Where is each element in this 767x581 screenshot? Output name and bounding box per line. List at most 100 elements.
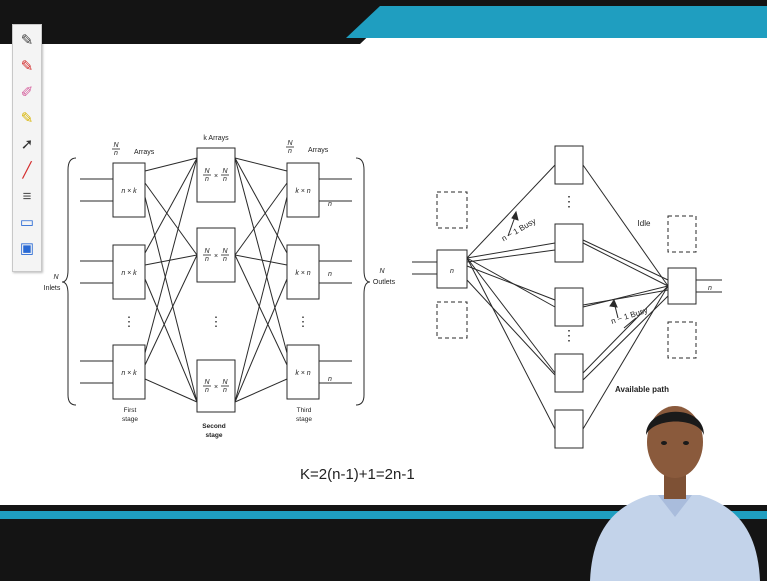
middle-switch — [554, 409, 584, 449]
input-to-middle-link — [466, 265, 556, 301]
first-stage-switch — [112, 244, 146, 300]
input-to-middle-link — [466, 279, 556, 376]
stage1-stage2-link — [144, 157, 198, 172]
middle-to-output-link — [582, 285, 669, 374]
second-stage-box-label-left: Nn — [203, 379, 211, 394]
presenter-video — [590, 406, 760, 581]
stage2-stage3-link — [234, 157, 288, 172]
screen-icon[interactable]: ▭ — [19, 213, 35, 231]
svg-text:N: N — [287, 140, 293, 147]
clos-path-diagram — [412, 145, 722, 449]
stage2-stage3-link — [234, 254, 288, 266]
middle-dots-bottom: ⋮ — [562, 327, 576, 343]
input-to-middle-link — [466, 257, 556, 430]
second-stage-box-label-left: Nn — [203, 248, 211, 263]
middle-switch — [554, 223, 584, 263]
second-stage-box-label-mid: × — [214, 173, 218, 180]
inlets-n: N — [53, 274, 59, 281]
middle-to-output-link — [582, 242, 669, 287]
available-path-label: Available path — [615, 385, 669, 394]
third-stage-label-1: Third — [297, 407, 312, 414]
third-stage-header: Arrays — [308, 147, 329, 154]
annotation-toolbar: ✎ ✎ ✐ ✎ ➚ ╱ ≡ ▭ ▣ — [12, 24, 42, 272]
svg-text:n: n — [223, 387, 227, 394]
third-stage-switch — [286, 162, 320, 218]
second-stage-box-label-right: Nn — [221, 379, 229, 394]
middle-to-output-link — [582, 164, 669, 287]
svg-text:N: N — [222, 248, 228, 255]
middle-to-output-link — [582, 289, 669, 306]
svg-text:N: N — [204, 248, 210, 255]
middle-to-output-link — [582, 295, 669, 381]
dashed-input-switch — [436, 191, 468, 229]
svg-text:N: N — [222, 379, 228, 386]
busy-arrow-bottom-2 — [623, 317, 637, 329]
dashed-output-switch — [667, 215, 697, 253]
second-stage-header: k Arrays — [203, 135, 229, 142]
svg-text:N: N — [113, 142, 119, 149]
highlighter-icon[interactable]: ✎ — [20, 109, 34, 127]
second-stage-box-label-mid: × — [214, 384, 218, 391]
svg-text:n: n — [205, 176, 209, 183]
svg-text:n: n — [223, 176, 227, 183]
second-stage-box-label-left: Nn — [203, 168, 211, 183]
svg-text:n: n — [205, 387, 209, 394]
red-pen-icon[interactable]: ✎ — [20, 57, 34, 75]
formula-text: K=2(n-1)+1=2n-1 — [300, 466, 415, 483]
stage1-stage2-link — [144, 157, 198, 354]
stage2-stage3-link — [234, 157, 288, 254]
input-switch — [436, 249, 468, 289]
middle-to-output-link — [582, 285, 669, 308]
presenter-body — [590, 495, 760, 581]
second-stage-switch — [196, 147, 236, 203]
input-to-middle-link — [466, 257, 556, 374]
stage1-stage2-link — [144, 157, 198, 254]
stage1-stage2-link — [144, 378, 198, 403]
outlets-n: N — [379, 268, 385, 275]
presenter-collar — [658, 495, 692, 517]
svg-text:N: N — [222, 168, 228, 175]
pointer-icon[interactable]: ➚ — [20, 135, 34, 153]
stage2-stage3-link — [234, 378, 288, 403]
first-stage-label-1: First — [124, 407, 137, 414]
second-stage-switch — [196, 359, 236, 413]
first-stage-box-label: n × k — [121, 270, 137, 277]
second-stage-label-1: Second — [202, 423, 226, 430]
stage2-stage3-link — [234, 278, 288, 403]
pen-icon[interactable]: ✎ — [20, 31, 34, 49]
output-n-label: n — [708, 285, 712, 292]
svg-text:n: n — [114, 150, 118, 157]
dashed-output-switch — [667, 321, 697, 359]
line-icon[interactable]: ╱ — [22, 161, 32, 179]
svg-text:n: n — [288, 148, 292, 155]
third-stage-label-2: stage — [296, 416, 312, 423]
inlets-bracket — [61, 157, 77, 406]
outlets-label: Outlets — [373, 279, 396, 286]
middle-to-output-link — [582, 239, 669, 281]
third-stage-box-label: k × n — [295, 370, 310, 377]
second-stage-box-label-right: Nn — [221, 168, 229, 183]
second-stage-box-label-right: Nn — [221, 248, 229, 263]
second-stage-label-2: stage — [206, 432, 223, 439]
eraser-icon[interactable]: ✐ — [20, 83, 34, 101]
svg-text:n: n — [205, 256, 209, 263]
middle-dots-top: ⋮ — [562, 193, 576, 209]
capture-icon[interactable]: ▣ — [19, 239, 35, 257]
input-to-middle-link — [466, 164, 556, 259]
output-switch — [667, 267, 697, 305]
middle-switch — [554, 353, 584, 393]
first-stage-header: Arrays — [134, 149, 155, 156]
stage1-stage2-link — [144, 254, 198, 366]
busy-arrow-top-head — [511, 210, 519, 221]
middle-switch — [554, 145, 584, 185]
svg-text:N: N — [204, 379, 210, 386]
second-stage-dots: ⋮ — [210, 314, 223, 329]
stage2-stage3-link — [234, 254, 288, 366]
presenter-hair — [646, 411, 704, 435]
inlets-label: Inlets — [44, 285, 61, 292]
menu-icon[interactable]: ≡ — [22, 187, 32, 205]
stage2-stage3-link — [234, 196, 288, 403]
second-stage-box-label-mid: × — [214, 253, 218, 260]
